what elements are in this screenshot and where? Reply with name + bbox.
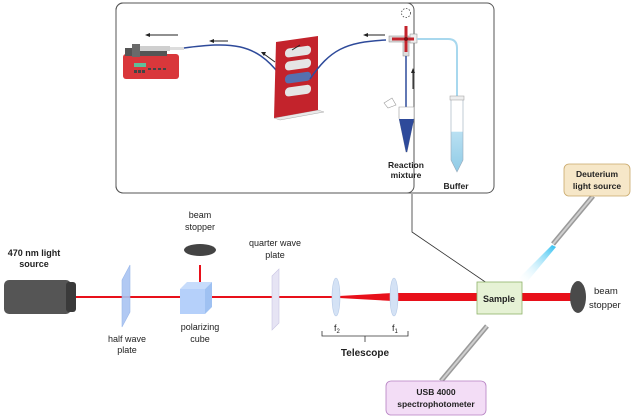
usb-label-1: USB 4000 xyxy=(416,387,455,397)
deuterium-light-source-box xyxy=(563,163,631,197)
microfluidic-inset: Reaction mixture Buffer xyxy=(115,2,469,194)
syringe-barrel xyxy=(140,46,170,51)
quarter-wave-plate-icon xyxy=(271,268,280,331)
deuterium-label-2: light source xyxy=(573,181,621,191)
inset-frame xyxy=(115,2,415,194)
light-source-label-1: 470 nm light xyxy=(8,248,61,258)
fiber-highlight xyxy=(552,195,594,245)
reaction-mixture-tube-icon xyxy=(383,97,415,153)
microfluidic-chip-icon xyxy=(273,36,325,121)
pump-buttons xyxy=(134,68,166,73)
beam-stopper-top-label-2: stopper xyxy=(185,222,215,232)
outlet-tubing xyxy=(183,44,281,76)
arrow-head xyxy=(411,68,415,73)
arrow-head xyxy=(145,33,150,37)
reaction-mixture-label-2: mixture xyxy=(391,170,422,180)
pump-body xyxy=(123,54,179,79)
flow-arrow xyxy=(263,53,276,63)
polarizing-label-2: cube xyxy=(190,334,210,344)
uv-light-beam xyxy=(518,245,556,282)
beam-stopper-right-label-1: beam xyxy=(594,286,618,297)
polarizing-label-1: polarizing xyxy=(181,322,220,332)
syringe-needle xyxy=(170,47,184,50)
arrow-head xyxy=(261,52,266,56)
syringe-pump-icon xyxy=(123,44,184,79)
f1-label: f1 xyxy=(392,323,399,335)
buffer-tubing xyxy=(417,38,458,98)
half-wave-label-2: plate xyxy=(117,345,137,355)
lens-f2-icon xyxy=(331,277,341,317)
flow-arrow xyxy=(291,44,301,51)
beam-stopper-right-label-2: stopper xyxy=(589,300,621,311)
quarter-wave-label-1: quarter wave xyxy=(249,238,301,248)
reaction-mixture-label-1: Reaction xyxy=(388,160,424,170)
usb-label-2: spectrophotometer xyxy=(397,399,475,409)
polarizing-cube-icon xyxy=(180,282,212,314)
callout-line xyxy=(411,194,501,293)
arrow-head xyxy=(363,33,368,37)
pump-pusher xyxy=(132,44,140,57)
deuterium-label-1: Deuterium xyxy=(576,169,618,179)
beam-stopper-right-icon xyxy=(570,281,586,313)
lens-f1-icon xyxy=(389,277,399,317)
arrow-head xyxy=(209,39,214,43)
usb-spectrophotometer-box xyxy=(385,380,487,416)
f2-label: f2 xyxy=(334,323,341,335)
inset-frame-outline xyxy=(115,2,495,194)
beam-stopper-top-label-1: beam xyxy=(189,210,212,220)
quarter-wave-label-2: plate xyxy=(265,250,285,260)
pump-display xyxy=(134,63,146,67)
beam-stopper-top-icon xyxy=(184,244,216,256)
half-wave-plate-icon xyxy=(121,264,131,328)
buffer-tube-icon xyxy=(449,95,465,173)
pump-rail xyxy=(125,48,167,56)
telescope-label: Telescope xyxy=(341,348,390,359)
sample-cell xyxy=(476,281,523,315)
inlet-tubing xyxy=(309,39,387,80)
sample-label: Sample xyxy=(483,294,515,304)
fiber-highlight xyxy=(440,325,488,382)
buffer-label: Buffer xyxy=(443,181,469,191)
light-source-label-2: source xyxy=(19,259,49,269)
half-wave-label-1: half wave xyxy=(108,334,146,344)
light-source-icon xyxy=(4,280,76,314)
expanding-beam xyxy=(339,293,393,301)
